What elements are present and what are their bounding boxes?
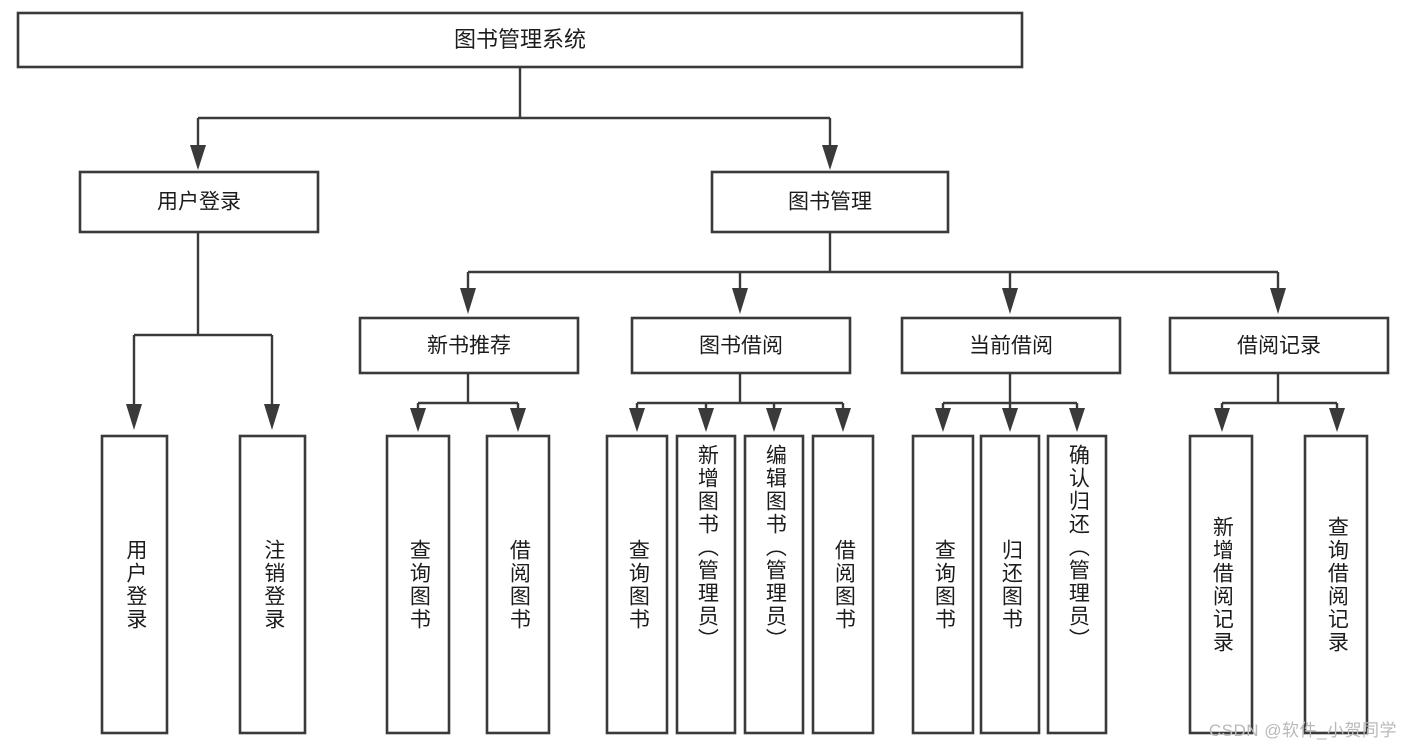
node-book-borrow-box[interactable]	[630, 316, 852, 375]
node-book-management[interactable]: 图书管理	[710, 170, 950, 234]
node-book-management-box[interactable]	[710, 170, 950, 234]
csdn-watermark: CSDN @软件_小贺同学	[1208, 721, 1397, 740]
node-new-book-recommend[interactable]: 新书推荐	[358, 316, 580, 375]
arrow-cb-leaf-3	[1069, 408, 1085, 432]
node-new-book-recommend-label: 新书推荐	[427, 335, 511, 358]
node-leaf-query-book-1-box[interactable]	[385, 434, 451, 735]
arrow-root-to-book-management	[822, 145, 838, 170]
node-current-borrow-box[interactable]	[900, 316, 1122, 375]
node-borrow-record-label: 借阅记录	[1237, 335, 1321, 358]
node-leaf-query-borrow-record-box[interactable]	[1303, 434, 1369, 735]
node-borrow-record-box[interactable]	[1168, 316, 1390, 375]
node-user-login-label: 用户登录	[157, 191, 241, 214]
node-leaf-return-book-box[interactable]	[979, 434, 1041, 735]
node-book-borrow-label: 图书借阅	[699, 335, 783, 358]
node-leaf-query-book-2-box[interactable]	[605, 434, 669, 735]
arrow-root-to-user-login	[190, 145, 206, 170]
arrow-bm-to-current-borrow	[1002, 288, 1018, 314]
node-current-borrow[interactable]: 当前借阅	[900, 316, 1122, 375]
node-book-borrow[interactable]: 图书借阅	[630, 316, 852, 375]
arrow-cb-leaf-1	[935, 408, 951, 432]
node-leaf-confirm-return-admin-box[interactable]	[1046, 434, 1108, 735]
node-root[interactable]: 图书管理系统	[16, 11, 1024, 69]
arrow-bb-leaf-2	[698, 408, 714, 432]
arrow-bm-to-borrow-record	[1270, 288, 1286, 314]
node-leaf-add-borrow-record-box[interactable]	[1188, 434, 1254, 735]
arrow-user-login-leaf-2	[264, 404, 280, 430]
arrow-bb-leaf-4	[835, 408, 851, 432]
node-root-box[interactable]	[16, 11, 1024, 69]
arrow-cb-leaf-2	[1002, 408, 1018, 432]
node-leaf-borrow-book-2-box[interactable]	[811, 434, 875, 735]
node-borrow-record[interactable]: 借阅记录	[1168, 316, 1390, 375]
node-leaf-query-book-3-box[interactable]	[911, 434, 975, 735]
node-leaf-borrow-book-1-box[interactable]	[485, 434, 551, 735]
arrow-user-login-leaf-1	[126, 404, 142, 430]
arrow-bm-to-new-book-recommend	[460, 288, 476, 314]
arrow-br-leaf-2	[1329, 408, 1345, 432]
node-root-label: 图书管理系统	[454, 27, 586, 52]
node-current-borrow-label: 当前借阅	[969, 335, 1053, 358]
arrow-bm-to-book-borrow	[732, 288, 748, 314]
node-user-login-box[interactable]	[78, 170, 320, 234]
node-user-login[interactable]: 用户登录	[78, 170, 320, 234]
node-new-book-recommend-box[interactable]	[358, 316, 580, 375]
arrow-nbr-leaf-1	[410, 408, 426, 432]
node-book-management-label: 图书管理	[788, 191, 872, 214]
node-leaf-add-book-admin-box[interactable]	[675, 434, 737, 735]
arrow-bb-leaf-3	[766, 408, 782, 432]
arrow-bb-leaf-1	[629, 408, 645, 432]
arrow-br-leaf-1	[1214, 408, 1230, 432]
connector-layer	[126, 67, 1345, 432]
node-leaf-edit-book-admin-box[interactable]	[743, 434, 805, 735]
node-leaf-logout-login-box[interactable]	[238, 434, 307, 735]
node-leaf-user-login-box[interactable]	[100, 434, 169, 735]
node-layer: 图书管理系统 用户登录 图书管理 新书推荐 图书借阅 当前借阅 借阅记录	[16, 11, 1390, 735]
arrow-nbr-leaf-2	[510, 408, 526, 432]
